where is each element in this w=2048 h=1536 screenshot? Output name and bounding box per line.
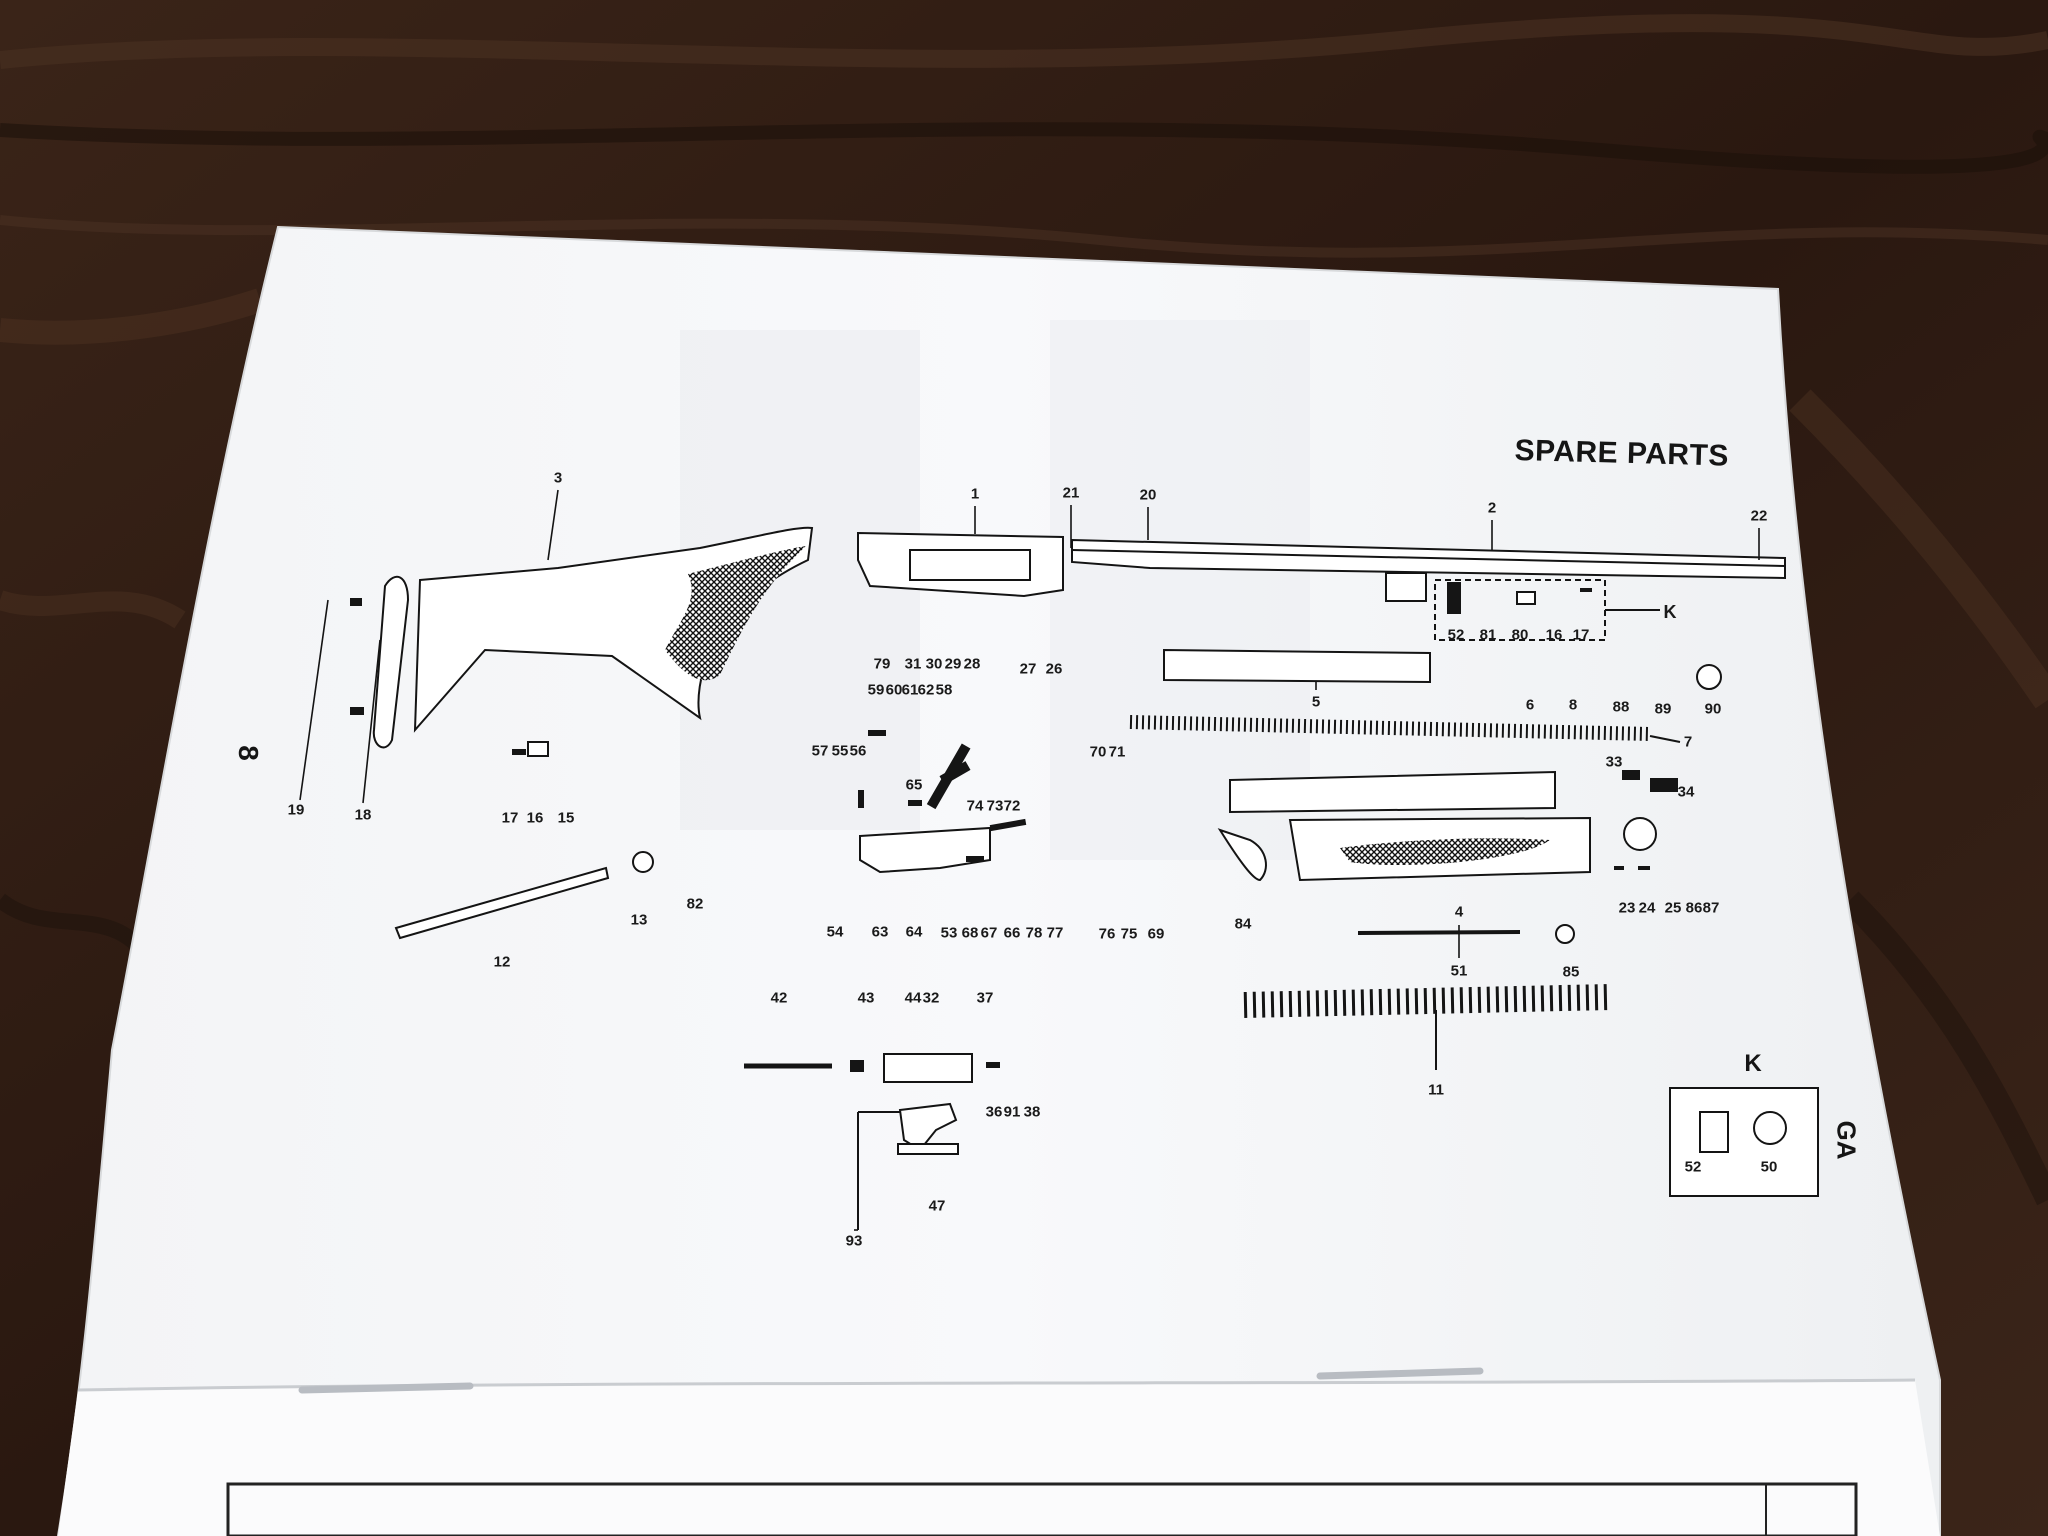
part-label: 72	[1003, 797, 1021, 815]
part-label: 87	[1702, 899, 1720, 917]
part-label: 11	[1428, 1081, 1444, 1099]
callout-key-label: K	[1663, 602, 1677, 622]
part-label: 74	[966, 797, 984, 815]
part-label: 62	[917, 681, 935, 699]
part-label: 25	[1664, 899, 1682, 917]
part-label: 88	[1612, 698, 1630, 716]
part-label: 81	[1479, 626, 1497, 644]
part-label: 16	[1545, 626, 1563, 644]
page-number: 8	[233, 745, 264, 761]
part-label: 82	[686, 895, 704, 913]
part-label: 54	[826, 923, 844, 941]
part-label: 17	[501, 809, 519, 827]
part-label: 47	[928, 1197, 946, 1215]
part-label: 61	[901, 681, 919, 699]
part-label: 37	[976, 989, 994, 1007]
part-label: 84	[1234, 915, 1252, 933]
part-label: 12	[493, 953, 511, 971]
part-label: 34	[1677, 783, 1695, 801]
part-label: 51	[1450, 962, 1468, 980]
leader-lines	[299, 489, 1760, 1231]
part-label: 50	[1760, 1158, 1778, 1176]
part-label: 90	[1704, 700, 1722, 718]
part-label: 68	[961, 924, 979, 942]
part-label: 32	[922, 989, 940, 1007]
part-label: 73	[986, 797, 1004, 815]
part-label: 24	[1638, 899, 1656, 917]
part-label: 77	[1046, 924, 1064, 942]
part-label: 33	[1605, 753, 1623, 771]
part-label: 21	[1062, 484, 1080, 502]
part-label: 75	[1120, 925, 1138, 943]
part-label: 16	[526, 809, 544, 827]
part-label: 91	[1003, 1103, 1021, 1121]
part-label: 26	[1045, 660, 1063, 678]
part-label: 15	[557, 809, 575, 827]
part-label: 89	[1654, 700, 1672, 718]
part-label: 6	[1525, 696, 1535, 714]
part-label: 58	[935, 681, 953, 699]
part-label: 63	[871, 923, 889, 941]
part-label: 78	[1025, 924, 1043, 942]
part-label: 7	[1683, 733, 1693, 751]
part-label: 2	[1487, 499, 1497, 517]
part-label: 60	[885, 681, 903, 699]
part-label: 93	[845, 1232, 863, 1250]
part-label: 64	[905, 923, 923, 941]
part-label: 76	[1098, 925, 1116, 943]
part-label: 69	[1147, 925, 1165, 943]
part-label: 66	[1003, 924, 1021, 942]
part-label: 43	[857, 989, 875, 1007]
part-label: 42	[770, 989, 788, 1007]
part-label: 71	[1108, 743, 1126, 761]
part-label: 55	[831, 742, 849, 760]
part-label: 53	[940, 924, 958, 942]
part-label: 70	[1089, 743, 1107, 761]
part-label: 65	[905, 776, 923, 794]
part-label: 31	[904, 655, 922, 673]
part-label: 86	[1685, 899, 1703, 917]
part-label: 5	[1311, 693, 1321, 711]
part-label: 1	[970, 485, 980, 503]
part-label: 13	[630, 911, 648, 929]
page-title: SPARE PARTS	[1514, 434, 1730, 473]
part-label: 19	[287, 801, 305, 819]
part-label: 8	[1568, 696, 1578, 714]
exploded-parts-drawing	[372, 526, 1819, 1230]
booklet-page	[56, 225, 1941, 1536]
small-parts	[350, 582, 1678, 1072]
part-label: 27	[1019, 660, 1037, 678]
part-label: 36	[985, 1103, 1003, 1121]
part-label: 22	[1750, 507, 1768, 525]
part-label: 52	[1447, 626, 1465, 644]
part-label: 4	[1454, 903, 1464, 921]
part-label: 29	[944, 655, 962, 673]
part-label: 20	[1139, 486, 1157, 504]
part-label: 52	[1684, 1158, 1702, 1176]
inset-side-label: GA	[1831, 1120, 1862, 1160]
part-label: 79	[873, 655, 891, 673]
part-label: 80	[1511, 626, 1529, 644]
part-label: 30	[925, 655, 943, 673]
part-label: 56	[849, 742, 867, 760]
part-label: 59	[867, 681, 885, 699]
part-label: 17	[1572, 626, 1590, 644]
part-label: 85	[1562, 963, 1580, 981]
part-label: 23	[1618, 899, 1636, 917]
part-label: 67	[980, 924, 998, 942]
part-label: 3	[553, 469, 563, 487]
part-label: 28	[963, 655, 981, 673]
inset-key-label: K	[1744, 1050, 1762, 1077]
part-label: 57	[811, 742, 829, 760]
part-label: 18	[354, 806, 372, 824]
part-label: 44	[904, 989, 922, 1007]
part-label: 38	[1023, 1103, 1041, 1121]
